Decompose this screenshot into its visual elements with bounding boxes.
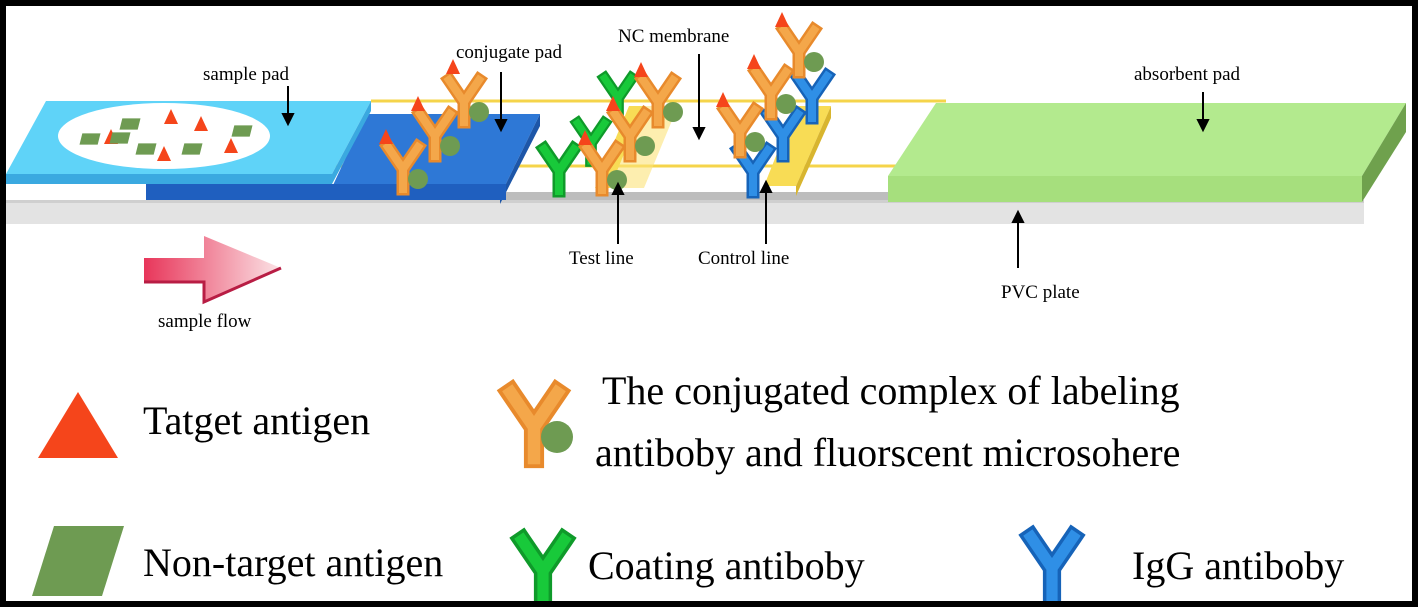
target-antigen [747, 54, 761, 69]
microsphere [776, 94, 796, 114]
target-antigen-legend-icon [38, 392, 118, 458]
igg-antibody [787, 66, 837, 125]
test-line-label: Test line [569, 248, 634, 269]
target-antigen [157, 146, 171, 161]
sample-pad-label: sample pad [203, 64, 290, 85]
microsphere [804, 52, 824, 72]
antigen-complex [605, 96, 655, 163]
target-antigen [379, 129, 393, 144]
igg-antibody [758, 104, 808, 163]
absorbent-pad-label: absorbent pad [1134, 64, 1241, 85]
antigen-complex [378, 129, 428, 196]
non-target-antigen [231, 125, 253, 137]
target-antigen [606, 96, 620, 111]
target-antigen [411, 96, 425, 111]
non-target-antigen [79, 133, 101, 145]
non-target-antigen [119, 118, 141, 130]
microsphere [469, 102, 489, 122]
antibodies-layer [378, 12, 837, 199]
target-antigen [775, 12, 789, 27]
antigen-complex [577, 130, 627, 197]
microsphere [745, 132, 765, 152]
target-antigen [634, 62, 648, 77]
non-target-antigen [135, 143, 157, 155]
control-line-strip [764, 106, 831, 196]
coating-antibody-legend-label: Coating antiboby [588, 543, 865, 588]
coating-antibody [534, 139, 584, 198]
diagram-canvas: sample pad conjugate pad NC membrane abs… [6, 12, 1406, 601]
sample-flow-arrow [144, 236, 282, 305]
sample-pad [6, 101, 371, 184]
pvc-plate-label: PVC plate [1001, 282, 1080, 303]
target-antigen [716, 92, 730, 107]
non-target-antigen [109, 132, 131, 144]
antigen-complex [746, 54, 796, 121]
conjugated-complex-legend-icon [496, 378, 573, 469]
microsphere [541, 421, 573, 453]
nc-membrane-base [471, 192, 891, 200]
igg-antibody-legend-icon [1018, 524, 1086, 601]
pvc-plate [6, 200, 1364, 224]
pointer-arrows [281, 54, 1210, 268]
conjugate-pad-label: conjugate pad [456, 42, 563, 63]
non-target-antigen-legend-icon [32, 526, 124, 596]
absorbent-pad [888, 103, 1406, 202]
nc-membrane-label: NC membrane [618, 26, 729, 47]
target-antigen [446, 59, 460, 74]
igg-antibody-legend-label: IgG antiboby [1132, 543, 1344, 588]
non-target-antigen [181, 143, 203, 155]
antigen-complex [774, 12, 824, 79]
labeled-complex [439, 70, 489, 129]
microsphere [408, 169, 428, 189]
sample-pad-antigens [79, 109, 253, 161]
control-line-label: Control line [698, 248, 789, 269]
legend: Tatget antigen The conjugated complex of… [32, 368, 1344, 601]
target-antigen [224, 138, 238, 153]
microsphere [635, 136, 655, 156]
coating-antibody-legend-icon [509, 527, 577, 601]
antigen-complex [715, 92, 765, 159]
complex-legend-line1: The conjugated complex of labeling [602, 368, 1180, 413]
target-antigen [164, 109, 178, 124]
microsphere [607, 170, 627, 190]
sample-flow-label: sample flow [158, 311, 252, 332]
antigen-complex [410, 96, 460, 163]
target-antigen [578, 130, 592, 145]
target-antigen [194, 116, 208, 131]
antigen-complex [633, 62, 683, 129]
non-target-antigen-legend-label: Non-target antigen [143, 540, 443, 585]
microsphere [440, 136, 460, 156]
target-antigen-legend-label: Tatget antigen [143, 398, 370, 443]
microsphere [663, 102, 683, 122]
lateral-flow-diagram: sample pad conjugate pad NC membrane abs… [6, 6, 1412, 601]
complex-legend-line2: antiboby and fluorscent microsohere [595, 430, 1180, 475]
